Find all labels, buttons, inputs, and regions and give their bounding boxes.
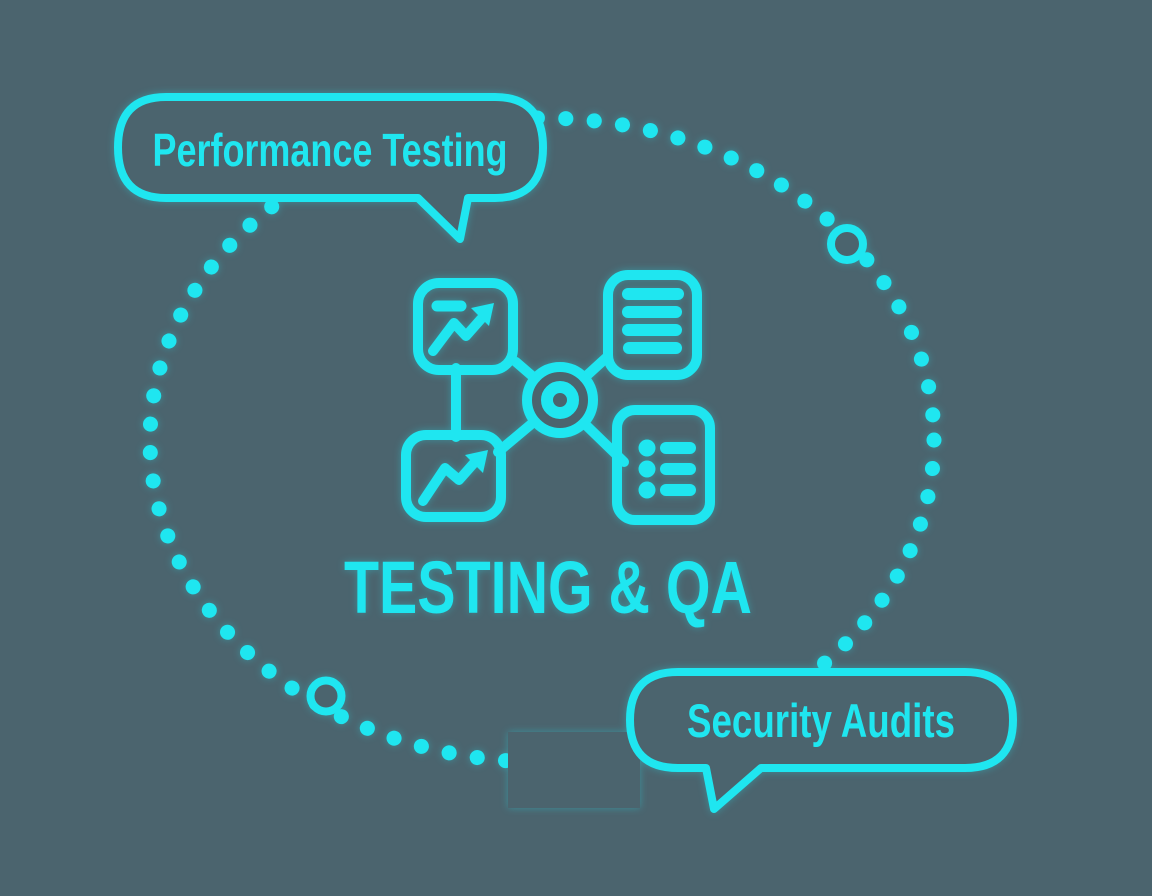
security-bubble-label: Security Audits (687, 694, 955, 747)
chart-arrowhead (465, 450, 488, 473)
checklist-bullet (638, 460, 656, 478)
security-bubble (626, 668, 1017, 813)
hub-network-icon (401, 270, 715, 525)
checklist-icon (612, 405, 715, 525)
line-chart-up-icon (413, 278, 518, 375)
document-lines-icon (603, 270, 702, 380)
performance-bubble-label: Performance Testing (153, 124, 508, 176)
chart-card (413, 278, 518, 375)
hub-outer-ring (522, 362, 598, 438)
performance-bubble (114, 93, 547, 243)
hub-inner-dot (541, 381, 579, 419)
ring-top-right (827, 224, 867, 264)
ring-bottom-left (306, 676, 346, 716)
dotted-ellipse (142, 110, 942, 770)
dot-gap-mask (508, 732, 640, 808)
chart-zigzag (428, 314, 486, 356)
line-chart-up-icon (401, 430, 506, 522)
checklist-card (612, 405, 715, 525)
checklist-bullet (638, 439, 656, 457)
checklist-bullet (638, 481, 656, 499)
chart-arrowhead (471, 303, 494, 326)
chart-card (401, 430, 506, 522)
document-card (603, 270, 702, 380)
chart-zigzag (418, 458, 479, 506)
page-title: TESTING & QA (344, 546, 752, 629)
